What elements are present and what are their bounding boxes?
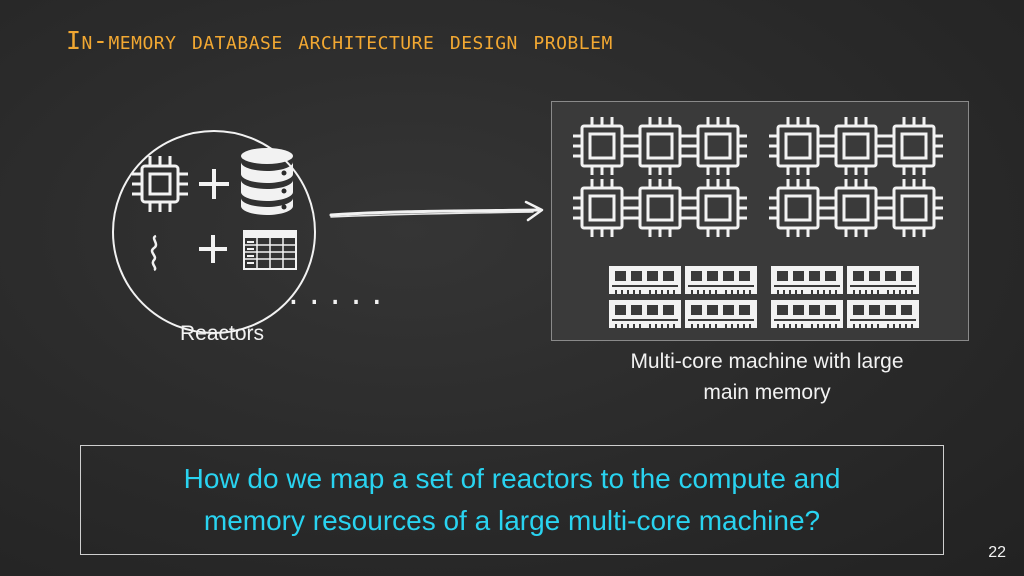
cpu-icon (571, 115, 633, 177)
machine-components (571, 115, 945, 328)
cpu-icon (825, 177, 887, 239)
plus-icon (199, 235, 227, 263)
memory-module-icon (609, 300, 681, 328)
reactor-circle (112, 130, 316, 334)
slide-title: In-memory database architecture design p… (66, 26, 613, 55)
cpu-icon (687, 115, 749, 177)
database-icon (241, 148, 293, 215)
question-box: How do we map a set of reactors to the c… (80, 445, 944, 555)
memory-module-icon (847, 266, 919, 294)
memory-module-icon (847, 300, 919, 328)
cpu-icon (571, 177, 633, 239)
code-brace-icon (150, 234, 158, 272)
cpu-icon (687, 177, 749, 239)
arrow-icon (329, 200, 544, 222)
reactors-label: Reactors (179, 322, 265, 345)
cpu-icon (825, 115, 887, 177)
memory-module-icon (685, 266, 757, 294)
cpu-icon (883, 177, 945, 239)
memory-module-icon (609, 266, 681, 294)
memory-module-icon (771, 300, 843, 328)
memory-module-icon (771, 266, 843, 294)
page-number: 22 (988, 544, 1006, 561)
cpu-icon (767, 115, 829, 177)
machine-label-line1: Multi-core machine with large (630, 350, 904, 373)
question-text: How do we map a set of reactors to the c… (184, 458, 841, 542)
plus-icon (199, 169, 229, 199)
machine-label: Multi-core machine with large main memor… (560, 346, 974, 408)
cpu-icon (629, 177, 691, 239)
cpu-icon (629, 115, 691, 177)
question-line2: memory resources of a large multi-core m… (203, 505, 821, 536)
continuation-dots: ..... (285, 278, 390, 311)
cpu-icon (767, 177, 829, 239)
machine-label-line2: main memory (703, 381, 831, 404)
question-line1: How do we map a set of reactors to the c… (183, 463, 841, 494)
cpu-icon (132, 156, 188, 212)
table-icon (243, 230, 297, 270)
cpu-icon (883, 115, 945, 177)
memory-module-icon (685, 300, 757, 328)
